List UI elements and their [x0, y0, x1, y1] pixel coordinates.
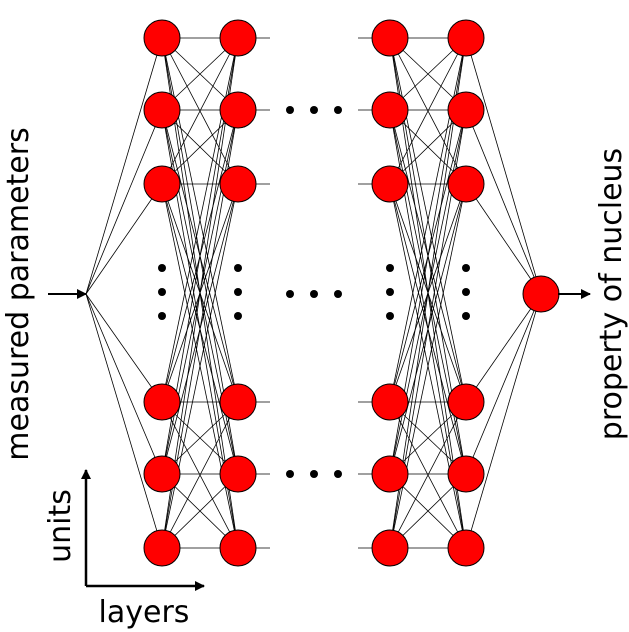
hidden-unit-node: [143, 383, 181, 421]
input-label: measured parameters: [1, 127, 36, 460]
hidden-unit-node: [371, 91, 409, 129]
layers-axis-label: layers: [99, 595, 190, 630]
hidden-unit-node: [447, 383, 485, 421]
ellipsis-dot: [334, 290, 342, 298]
hidden-unit-node: [371, 383, 409, 421]
ellipsis-dot: [462, 264, 470, 272]
output-edge: [465, 293, 542, 549]
ellipsis-dot: [310, 470, 318, 478]
ellipsis-dot: [386, 288, 394, 296]
hidden-unit-node: [143, 91, 181, 129]
ellipsis-dot: [234, 264, 242, 272]
ellipsis-dot: [386, 312, 394, 320]
hidden-unit-node: [143, 455, 181, 493]
hidden-unit-node: [219, 91, 257, 129]
hidden-unit-node: [447, 529, 485, 567]
ellipsis-dot: [310, 290, 318, 298]
ellipsis-dot: [158, 264, 166, 272]
ellipsis-dot: [234, 312, 242, 320]
hidden-unit-node: [447, 165, 485, 203]
hidden-edge: [161, 37, 239, 185]
input-edge: [85, 37, 163, 295]
units-axis-label: units: [43, 489, 78, 563]
hidden-unit-node: [219, 383, 257, 421]
ellipsis-dot: [386, 264, 394, 272]
hidden-unit-node: [371, 165, 409, 203]
hidden-unit-node: [143, 165, 181, 203]
ellipsis-dot: [286, 106, 294, 114]
hidden-unit-node: [143, 19, 181, 57]
input-edge: [85, 183, 163, 295]
ellipsis-dot: [158, 288, 166, 296]
hidden-unit-node: [371, 529, 409, 567]
output-edge: [465, 37, 542, 295]
hidden-unit-node: [219, 529, 257, 567]
hidden-unit-node: [219, 455, 257, 493]
input-edge: [85, 293, 163, 403]
hidden-edge: [389, 37, 467, 185]
ellipsis-dot: [234, 288, 242, 296]
output-label: property of nucleus: [594, 148, 629, 440]
input-edge: [85, 293, 163, 475]
hidden-edge: [161, 401, 239, 549]
output-edge: [465, 109, 542, 295]
hidden-unit-node: [447, 19, 485, 57]
hidden-unit-node: [371, 455, 409, 493]
network-nodes: [143, 19, 560, 567]
ellipsis-dots: [158, 106, 470, 478]
ellipsis-dot: [462, 288, 470, 296]
output-edge: [465, 183, 542, 295]
hidden-unit-node: [219, 19, 257, 57]
output-edge: [465, 293, 542, 403]
hidden-unit-node: [447, 91, 485, 129]
ellipsis-dot: [310, 106, 318, 114]
input-edge: [85, 109, 163, 295]
ellipsis-dot: [158, 312, 166, 320]
ellipsis-dot: [334, 106, 342, 114]
hidden-unit-node: [219, 165, 257, 203]
hidden-edge: [389, 401, 467, 549]
hidden-unit-node: [371, 19, 409, 57]
output-edge: [465, 293, 542, 475]
output-unit-node: [522, 275, 560, 313]
ellipsis-dot: [462, 312, 470, 320]
ellipsis-dot: [286, 290, 294, 298]
hidden-unit-node: [143, 529, 181, 567]
ellipsis-dot: [334, 470, 342, 478]
ellipsis-dot: [286, 470, 294, 478]
input-edge: [85, 293, 163, 549]
hidden-unit-node: [447, 455, 485, 493]
